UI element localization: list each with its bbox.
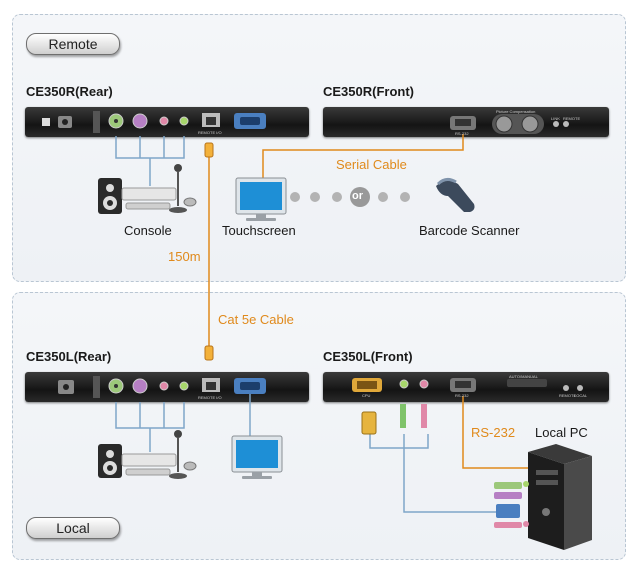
remote-front-picture-compensation-label: Picture Compensation <box>496 109 536 114</box>
remote-rear-power-switch <box>42 116 72 128</box>
or-label: or <box>352 190 363 202</box>
remote-section-label: Remote <box>26 33 120 55</box>
local-front-remote-led <box>563 385 569 391</box>
local-rear-remote-io-label: REMOTE I/O <box>198 395 222 400</box>
local-pc-label: Local PC <box>535 425 588 440</box>
local-rear-power-jack <box>58 380 74 394</box>
remote-rear-vga-port <box>234 113 266 129</box>
touchscreen-icon <box>235 177 287 221</box>
local-rear-speaker-jack <box>179 381 189 391</box>
local-pc-cables <box>369 434 496 513</box>
ce350r-front-label: CE350R(Front) <box>323 84 415 99</box>
local-rear-ps2-keyboard-port <box>93 376 124 398</box>
local-front-local-led <box>577 385 583 391</box>
remote-console-icon <box>98 164 197 214</box>
local-pc-icon <box>494 444 592 550</box>
local-front-speaker-jack <box>399 379 409 389</box>
remote-rear-remote-io-label: REMOTE I/O <box>198 130 222 135</box>
ce350l-rear-label: CE350L(Rear) <box>26 349 112 364</box>
local-front-cpu-label: CPU <box>362 393 371 398</box>
remote-front-picture-compensation-knobs <box>492 114 544 134</box>
remote-rear-rj45-port <box>202 113 220 127</box>
cat5e-cable-label: Cat 5e Cable <box>218 312 294 327</box>
local-section-label: Local <box>26 517 120 539</box>
ce350l-front-label: CE350L(Front) <box>323 349 413 364</box>
local-rear-vga-port <box>234 378 266 394</box>
remote-front-remote-led <box>563 121 569 127</box>
remote-rear-mic-jack <box>159 116 169 126</box>
local-panel <box>12 292 626 560</box>
remote-front-link-label: LINK <box>551 116 560 121</box>
device-choice-dots <box>290 187 410 207</box>
remote-front-serial-port <box>450 116 476 130</box>
local-console-cables <box>115 402 185 452</box>
cat5e-cable <box>204 142 214 361</box>
local-front-remote-label: REMOTE <box>559 393 577 398</box>
local-front-auto-manual-switch <box>507 379 547 387</box>
local-monitor-icon <box>231 435 283 479</box>
local-front-cpu-port <box>352 378 382 392</box>
ce350r-rear-label: CE350R(Rear) <box>26 84 113 99</box>
local-front-local-label: LOCAL <box>574 393 588 398</box>
remote-console-cables <box>115 136 185 186</box>
remote-front-link-led <box>553 121 559 127</box>
local-console-icon <box>98 430 197 479</box>
remote-rear-ps2-keyboard-port <box>93 111 124 133</box>
local-rear-ps2-mouse-port <box>132 378 148 394</box>
local-front-rs232-label: RS-232 <box>455 393 469 398</box>
local-rear-mic-jack <box>159 381 169 391</box>
remote-rear-speaker-jack <box>179 116 189 126</box>
touchscreen-label: Touchscreen <box>222 223 296 238</box>
local-front-auto-manual-label: AUTO/MANUAL <box>509 374 538 379</box>
local-front-cable-plugs <box>361 404 427 435</box>
remote-panel <box>12 14 626 282</box>
local-front-rs232-port <box>450 378 476 392</box>
rs232-label: RS-232 <box>471 425 516 440</box>
remote-rear-ps2-mouse-port <box>132 113 148 129</box>
serial-cable-label: Serial Cable <box>336 157 407 172</box>
local-rear-rj45-port <box>202 378 220 392</box>
remote-front-remote-label: REMOTE <box>563 116 581 121</box>
barcode-scanner-icon <box>436 177 475 212</box>
distance-label: 150m <box>168 249 201 264</box>
remote-front-rs232-label: RS-232 <box>455 131 469 136</box>
rs232-cable <box>462 396 535 469</box>
barcode-scanner-label: Barcode Scanner <box>419 223 520 238</box>
local-front-mic-jack <box>419 379 429 389</box>
console-label: Console <box>124 223 172 238</box>
serial-cable <box>262 134 464 180</box>
